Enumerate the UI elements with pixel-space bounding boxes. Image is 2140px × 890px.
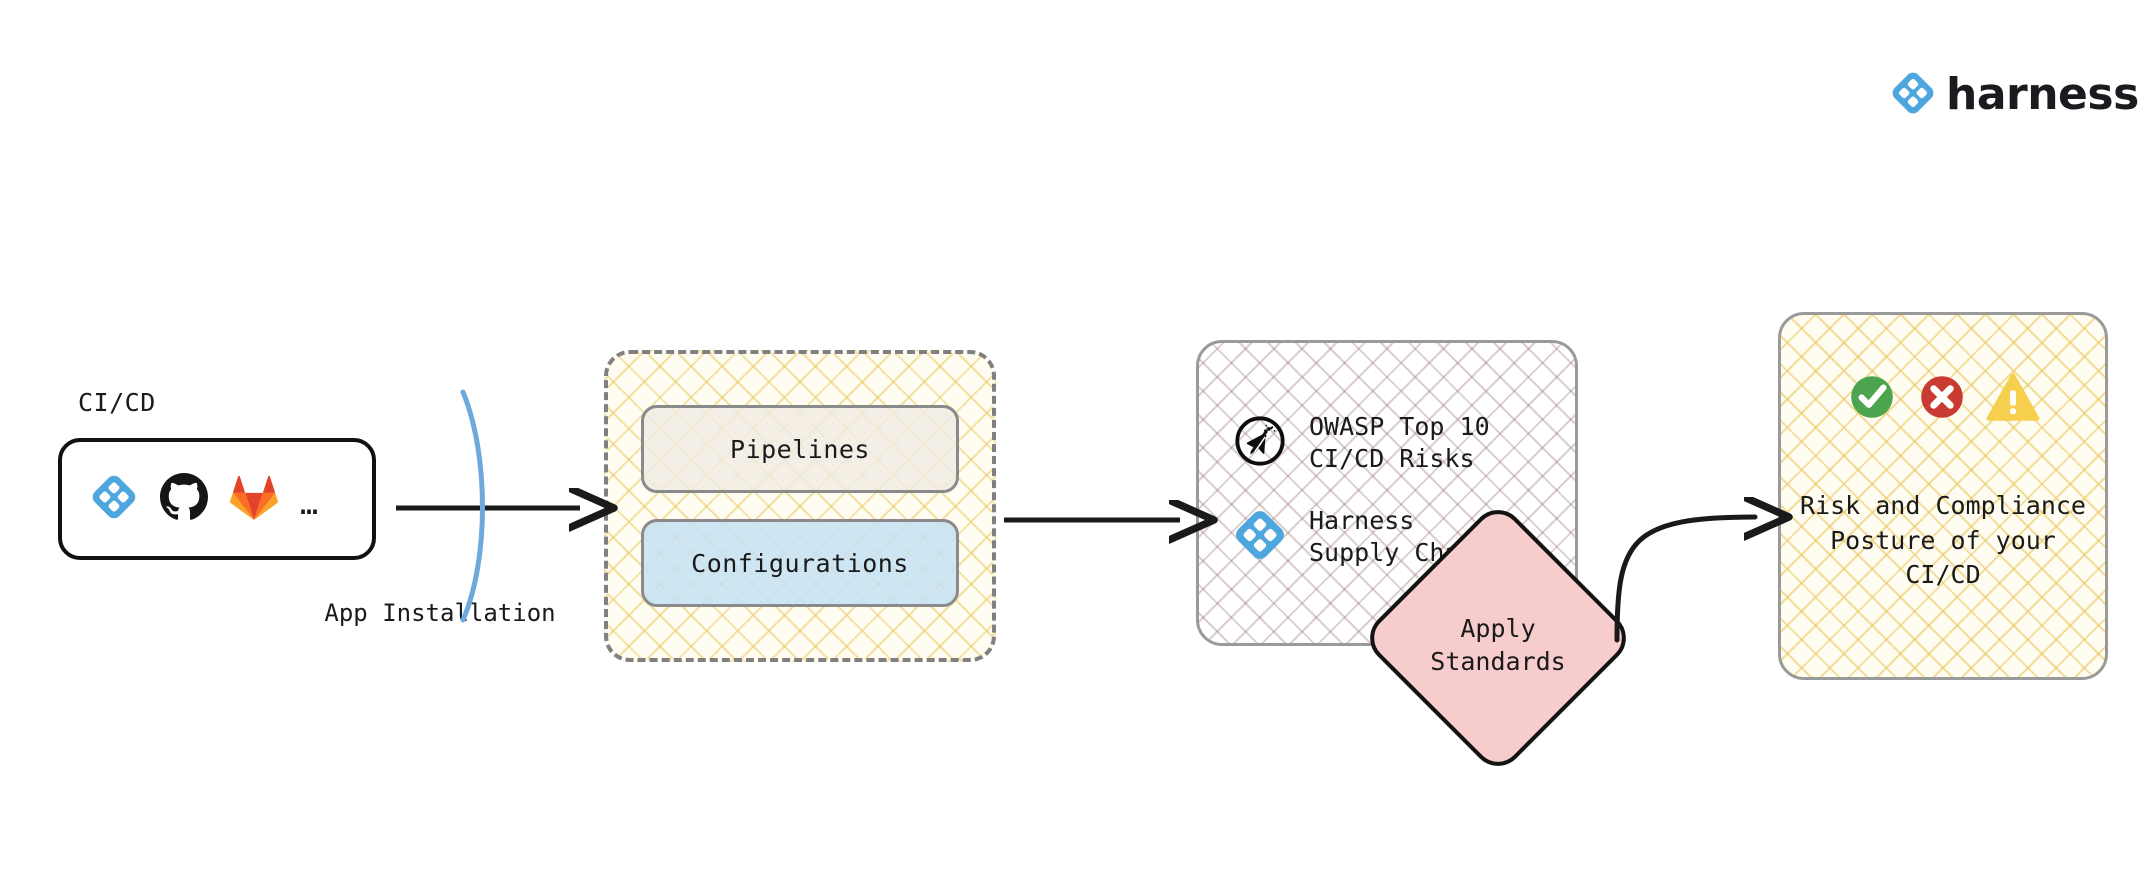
x-circle-icon — [1916, 371, 1968, 427]
pipelines-card[interactable]: Pipelines — [641, 405, 959, 493]
app-installation-boundary-arc — [460, 389, 485, 623]
harness-brand-logo: harness — [1890, 70, 2139, 120]
arrow-apply-to-outcome — [1614, 517, 1755, 643]
risk-compliance-outcome-box: Risk and Compliance Posture of your CI/C… — [1778, 312, 2108, 680]
check-circle-icon — [1846, 371, 1898, 427]
app-installation-label: App Installation — [324, 599, 556, 627]
risk-compliance-label: Risk and Compliance Posture of your CI/C… — [1800, 491, 2086, 589]
gitlab-icon — [230, 473, 278, 525]
standards-row-owasp: OWASP Top 10 CI/CD Risks — [1233, 411, 1575, 475]
cicd-group-label: CI/CD — [78, 388, 156, 417]
configurations-card[interactable]: Configurations — [641, 519, 959, 607]
brand-wordmark: harness — [1946, 69, 2139, 120]
apply-standards-label: Apply Standards — [1430, 614, 1566, 676]
cicd-tools-box: … — [58, 438, 376, 560]
owasp-icon — [1233, 414, 1287, 472]
more-tools-ellipsis: … — [300, 487, 319, 522]
harness-icon — [90, 473, 138, 525]
github-icon — [160, 473, 208, 525]
pipelines-card-label: Pipelines — [730, 434, 870, 464]
harness-diamond-logo-icon — [1890, 70, 1936, 120]
configurations-card-label: Configurations — [691, 548, 909, 578]
warning-triangle-icon — [1986, 371, 2040, 427]
status-icon-group — [1846, 371, 2040, 427]
harness-icon — [1233, 508, 1287, 566]
owasp-top10-label: OWASP Top 10 CI/CD Risks — [1309, 412, 1490, 473]
assets-group-container: Pipelines Configurations — [604, 350, 996, 662]
